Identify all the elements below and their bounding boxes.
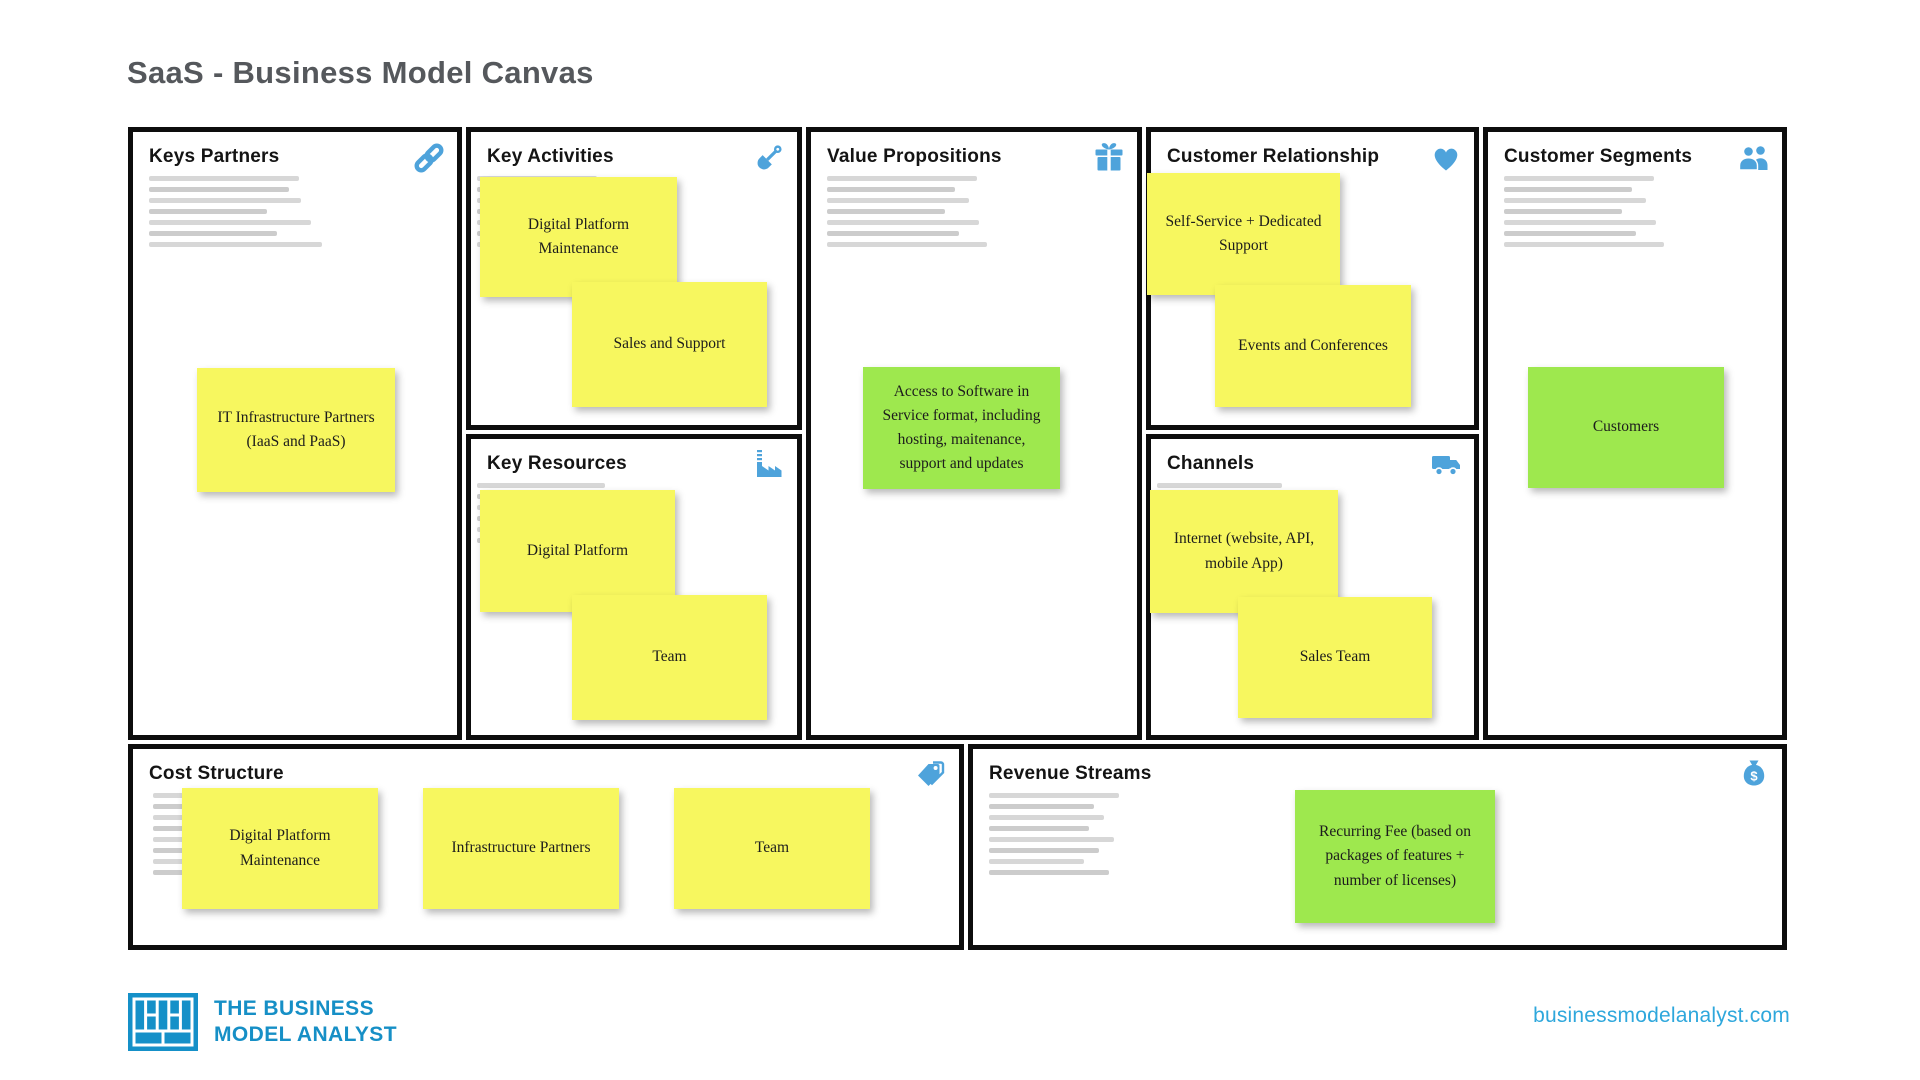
section-title: Cost Structure — [149, 763, 284, 784]
gift-icon — [1093, 142, 1125, 174]
canvas-grid: Keys Partners Key Activities — [128, 127, 1787, 950]
sticky-note: Team — [674, 788, 870, 909]
price-tags-icon — [915, 759, 947, 791]
link-icon — [413, 142, 445, 174]
heart-icon — [1430, 142, 1462, 174]
section-title: Customer Segments — [1504, 146, 1693, 167]
sticky-note: Team — [572, 595, 767, 720]
website-link[interactable]: businessmodelanalyst.com — [1533, 1004, 1790, 1027]
people-icon — [1738, 142, 1770, 174]
shovel-icon — [753, 142, 785, 174]
factory-icon — [753, 449, 785, 481]
sticky-note: Self-Service + Dedicated Support — [1147, 173, 1340, 295]
section-title: Revenue Streams — [989, 763, 1152, 784]
section-keys-partners: Keys Partners — [128, 127, 462, 740]
placeholder-text — [827, 176, 987, 253]
sticky-note: Events and Conferences — [1215, 285, 1411, 407]
page-title: SaaS - Business Model Canvas — [127, 54, 594, 90]
placeholder-text — [989, 793, 1119, 881]
sticky-note: Digital Platform Maintenance — [182, 788, 378, 909]
placeholder-text — [149, 176, 322, 253]
svg-text:$: $ — [1750, 769, 1758, 784]
section-title: Keys Partners — [149, 146, 280, 167]
sticky-note: Access to Software in Service format, in… — [863, 367, 1060, 489]
section-title: Key Resources — [487, 453, 627, 474]
sticky-note: Infrastructure Partners — [423, 788, 619, 909]
sticky-note: Sales Team — [1238, 597, 1432, 718]
sticky-note: Digital Platform — [480, 490, 675, 612]
section-title: Key Activities — [487, 146, 614, 167]
money-bag-icon: $ — [1738, 759, 1770, 791]
sticky-note: Sales and Support — [572, 282, 767, 407]
section-value-propositions: Value Propositions — [806, 127, 1142, 740]
section-title: Channels — [1167, 453, 1255, 474]
sticky-note: Recurring Fee (based on packages of feat… — [1295, 790, 1495, 923]
section-title: Value Propositions — [827, 146, 1002, 167]
sticky-note: Customers — [1528, 367, 1724, 488]
sticky-note: Digital Platform Maintenance — [480, 177, 677, 297]
sticky-note: Internet (website, API, mobile App) — [1150, 490, 1338, 613]
brand-line-2: MODEL ANALYST — [214, 1023, 397, 1047]
brand-name: THE BUSINESS MODEL ANALYST — [214, 996, 397, 1048]
placeholder-text — [1504, 176, 1664, 253]
section-title: Customer Relationship — [1167, 146, 1380, 167]
sticky-note: IT Infrastructure Partners (IaaS and Paa… — [197, 368, 395, 492]
brand-logo-icon — [128, 993, 198, 1051]
truck-icon — [1430, 449, 1462, 481]
brand-line-1: THE BUSINESS — [214, 997, 374, 1020]
